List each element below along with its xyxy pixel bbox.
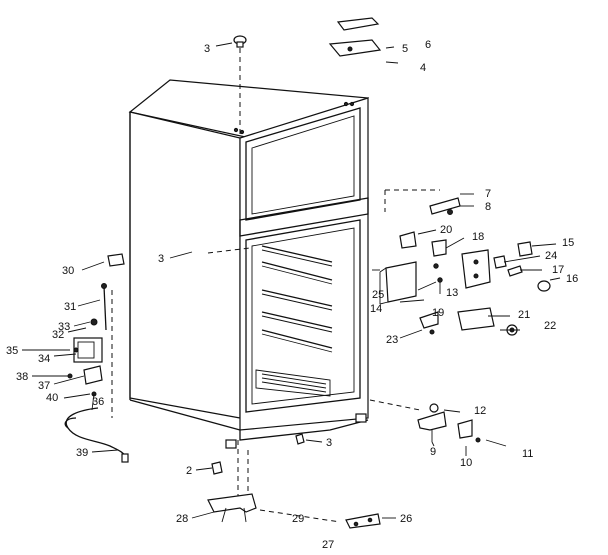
label-29: 29 xyxy=(292,513,304,525)
label-24: 24 xyxy=(545,250,557,262)
label-25: 25 xyxy=(372,289,384,301)
part-left-side-components xyxy=(64,253,129,463)
part-leveling-feet xyxy=(207,433,381,529)
label-13: 13 xyxy=(446,287,458,299)
label-34: 34 xyxy=(38,353,50,365)
label-2: 2 xyxy=(186,465,192,477)
part-top-hinge xyxy=(233,17,382,57)
label-4: 4 xyxy=(420,62,426,74)
label-37: 37 xyxy=(38,380,50,392)
label-33: 33 xyxy=(58,321,70,333)
label-28: 28 xyxy=(176,513,188,525)
label-14: 14 xyxy=(370,303,382,315)
label-15: 15 xyxy=(562,237,574,249)
label-19: 19 xyxy=(432,307,444,319)
label-31: 31 xyxy=(64,301,76,313)
label-3: 3 xyxy=(326,437,332,449)
label-7: 7 xyxy=(485,188,491,200)
label-3: 3 xyxy=(158,253,164,265)
label-21: 21 xyxy=(518,309,530,321)
label-23: 23 xyxy=(386,334,398,346)
part-center-hinge-assembly xyxy=(379,231,551,336)
label-22: 22 xyxy=(544,320,556,332)
label-10: 10 xyxy=(460,457,472,469)
label-39: 39 xyxy=(76,447,88,459)
label-30: 30 xyxy=(62,265,74,277)
label-27: 27 xyxy=(322,539,334,551)
label-35: 35 xyxy=(6,345,18,357)
cabinet xyxy=(128,79,369,449)
label-36: 36 xyxy=(92,396,104,408)
label-8: 8 xyxy=(485,201,491,213)
label-3: 3 xyxy=(204,43,210,55)
label-26: 26 xyxy=(400,513,412,525)
part-upper-bracket xyxy=(429,197,461,215)
label-38: 38 xyxy=(16,371,28,383)
label-20: 20 xyxy=(440,224,452,236)
label-18: 18 xyxy=(472,231,484,243)
label-12: 12 xyxy=(474,405,486,417)
part-lower-hinge xyxy=(417,403,481,443)
label-11: 11 xyxy=(522,448,533,460)
label-17: 17 xyxy=(552,264,564,276)
label-40: 40 xyxy=(46,392,58,404)
leader-lines xyxy=(22,42,561,519)
guide-lines xyxy=(111,48,440,523)
label-6: 6 xyxy=(425,39,431,51)
label-5: 5 xyxy=(402,43,408,55)
label-32: 32 xyxy=(52,329,64,341)
label-9: 9 xyxy=(430,446,436,458)
label-16: 16 xyxy=(566,273,578,285)
part-labels: 3 6 5 4 7 8 20 18 15 24 17 16 3 30 25 13… xyxy=(6,39,578,551)
